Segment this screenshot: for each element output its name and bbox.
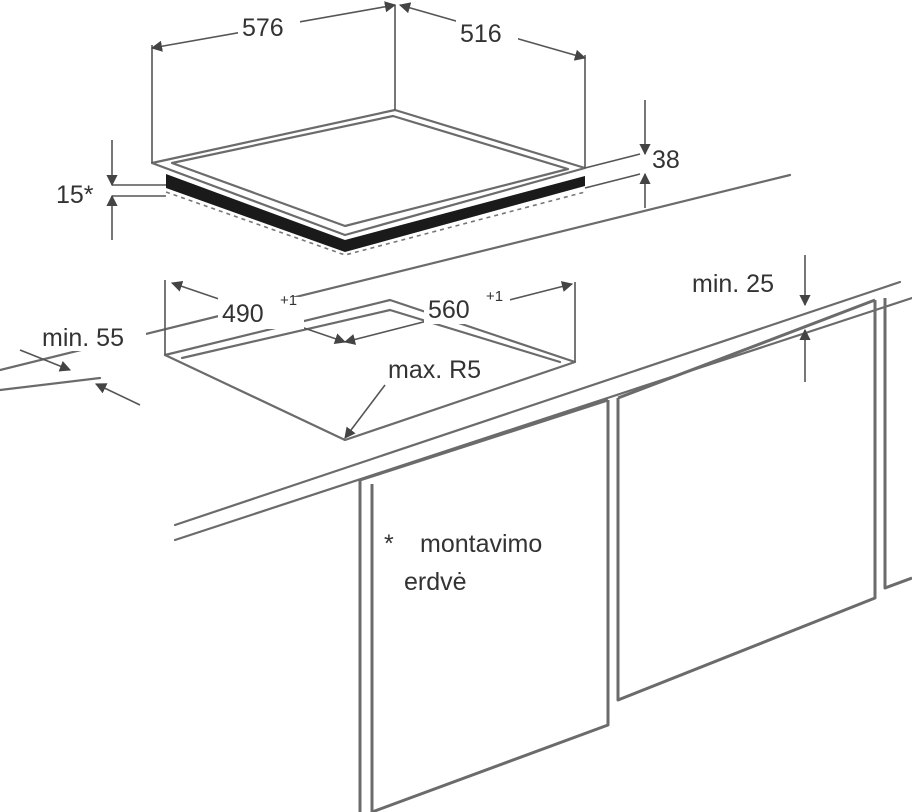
hob-top-surface: [150, 108, 587, 237]
cabinet-door-right: [616, 300, 877, 702]
label-490-tol: +1: [280, 292, 297, 309]
r5-leader: [344, 384, 386, 439]
dim-55-arrow-b: [94, 383, 141, 406]
worktop-front-edge: [173, 280, 902, 527]
note-star: *: [384, 530, 394, 558]
label-490: 490: [222, 300, 264, 328]
label-max-r5: max. R5: [388, 356, 481, 384]
dim-55-arrow-a: [19, 349, 72, 372]
hob-drawing: [106, 1, 651, 256]
worktop-drawing: [0, 173, 912, 812]
cabinet-divider: [371, 400, 610, 812]
hob-inner-edge: [170, 114, 570, 228]
label-560: 560: [428, 296, 470, 324]
label-576: 576: [242, 14, 284, 42]
label-516: 516: [460, 20, 502, 48]
label-min-25: min. 25: [692, 270, 774, 298]
worktop-front-bottom: [173, 296, 912, 542]
label-560-tol: +1: [486, 288, 503, 305]
hob-seal: [166, 174, 585, 252]
note-line1: montavimo: [420, 530, 542, 558]
hob-base-dashed: [165, 191, 586, 256]
label-min-55: min. 55: [42, 324, 124, 352]
label-38: 38: [652, 146, 680, 174]
label-15: 15*: [56, 181, 94, 209]
note-line2: erdvė: [404, 568, 467, 596]
